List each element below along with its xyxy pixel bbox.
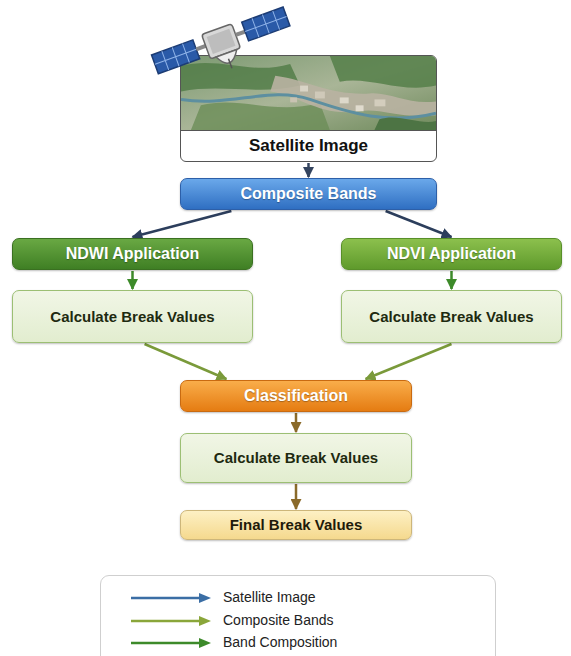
process-box: Calculate Break Values [341, 290, 562, 343]
photo-frame [181, 56, 436, 131]
legend-label: Band Composition [223, 634, 337, 650]
flow-arrow [366, 344, 452, 379]
node-label: Calculate Break Values [369, 308, 533, 326]
process-box: NDWI Application [12, 238, 253, 270]
flow-arrow [450, 271, 453, 289]
image-box: Satellite Image [180, 55, 437, 162]
node-label: Calculate Break Values [50, 308, 214, 326]
satellite-photo [181, 56, 436, 130]
legend-entry: Composite Bands [101, 611, 495, 631]
flow-arrow [386, 211, 452, 237]
image-caption: Satellite Image [243, 132, 374, 161]
legend-sample [129, 611, 219, 631]
result-box: Final Break Values [180, 510, 412, 540]
node-label: Final Break Values [230, 516, 363, 534]
legend-sample [129, 633, 219, 653]
satellite-frame [147, 0, 297, 82]
legend-label: Satellite Image [223, 589, 316, 605]
process-box: Composite Bands [180, 178, 437, 210]
process-box: Calculate Break Values [12, 290, 253, 343]
satellite-icon [147, 0, 297, 82]
flow-arrow [131, 271, 134, 289]
flow-arrow [133, 211, 232, 237]
flow-arrow [307, 163, 310, 177]
flow-arrow [295, 484, 298, 509]
node-label: Classification [244, 386, 348, 405]
legend-label: Composite Bands [223, 612, 334, 628]
legend-entry: Band Composition [101, 633, 495, 653]
node-label: NDVI Application [387, 244, 516, 263]
node-label: Composite Bands [240, 184, 376, 203]
process-box: NDVI Application [341, 238, 562, 270]
process-box: Calculate Break Values [180, 433, 412, 483]
flow-arrow [145, 344, 227, 379]
node-label: NDWI Application [66, 244, 200, 263]
legend-box: Satellite ImageComposite BandsBand Compo… [100, 575, 496, 656]
legend-entry: Satellite Image [101, 588, 495, 608]
flow-arrow [295, 413, 298, 432]
node-label: Calculate Break Values [214, 449, 378, 467]
process-box: Classification [180, 380, 412, 412]
legend-sample [129, 588, 219, 608]
